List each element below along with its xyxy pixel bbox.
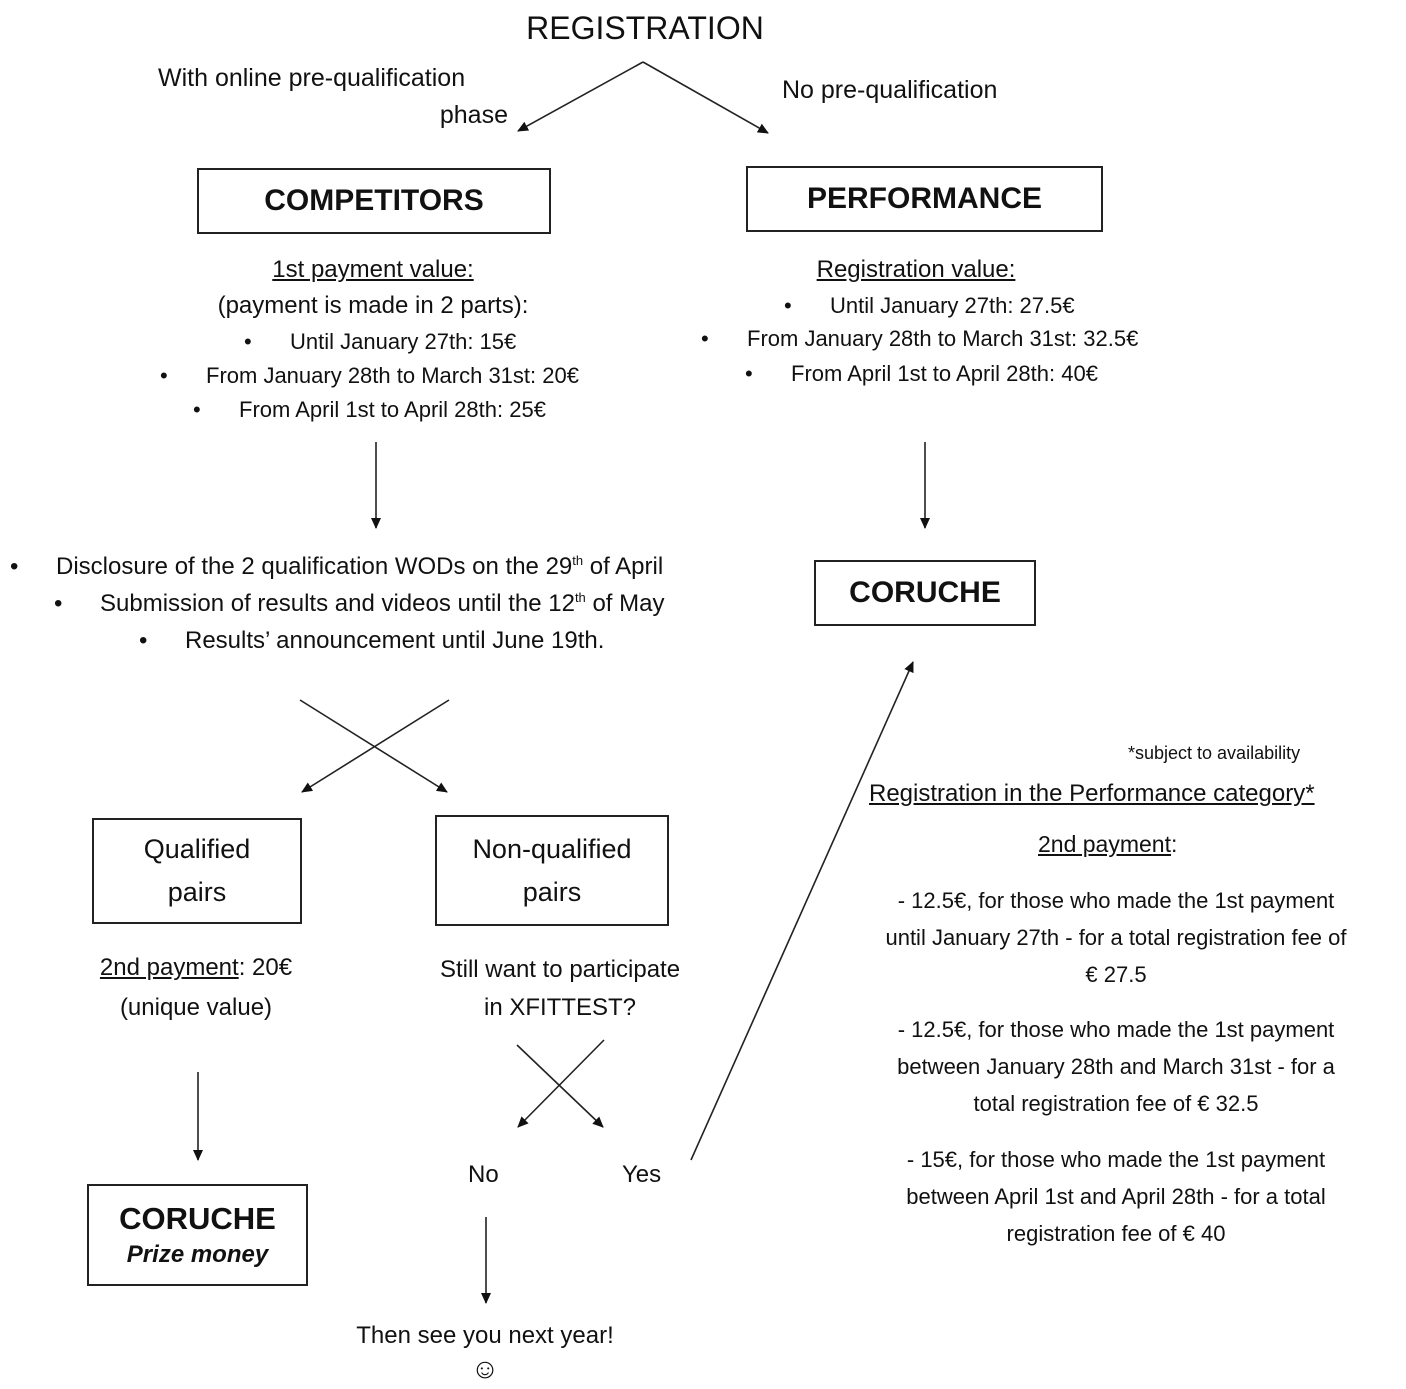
coruche-prize-label: CORUCHE	[119, 1201, 276, 1236]
non-qualified-pairs-line1: Non-qualified	[472, 833, 632, 864]
competitors-price-2: •From January 28th to March 31st: 20€	[160, 359, 579, 392]
performance-price-3: •From April 1st to April 28th: 40€	[745, 357, 1098, 390]
branch-left-label: With online pre-qualification phase	[140, 60, 520, 134]
qualified-pairs-box: Qualified pairs	[92, 818, 302, 924]
performance-option-1: - 12.5€, for those who made the 1st paym…	[885, 888, 1347, 987]
branch-left-line2: phase	[439, 101, 508, 129]
qualified-payment-label: 2nd payment	[99, 954, 239, 981]
arrow-to-competitors	[517, 61, 644, 132]
bullet-icon: •	[10, 553, 19, 580]
bullet-icon: •	[160, 363, 168, 388]
coruche-prize-box: CORUCHE Prize money	[87, 1184, 308, 1286]
bullet-icon: •	[745, 361, 753, 386]
performance-label: PERFORMANCE	[806, 182, 1042, 215]
farewell-text: Then see you next year!	[356, 1322, 614, 1349]
non-qualified-pairs-box: Non-qualified pairs	[435, 815, 669, 926]
bullet-icon: •	[139, 627, 148, 654]
competitors-price-3: •From April 1st to April 28th: 25€	[193, 393, 546, 426]
performance-price-1: •Until January 27th: 27.5€	[784, 289, 1075, 322]
performance-option-2: - 12.5€, for those who made the 1st paym…	[897, 1017, 1335, 1116]
branch-right-label: No pre-qualification	[782, 76, 998, 104]
participate-question-line2: in XFITTEST?	[483, 994, 637, 1021]
bullet-icon: •	[193, 397, 201, 422]
arrow-to-performance	[642, 61, 769, 134]
bullet-icon: •	[54, 590, 63, 617]
qualified-pairs-line2: pairs	[167, 877, 227, 907]
competitors-label: COMPETITORS	[264, 184, 484, 217]
qualified-payment: 2nd payment: 20€	[46, 950, 346, 986]
non-qualified-pairs-line2: pairs	[522, 876, 582, 907]
qualified-payment-note: (unique value)	[119, 994, 273, 1021]
competitors-price-1: •Until January 27th: 15€	[244, 325, 516, 358]
availability-footnote: *subject to availability	[1128, 743, 1301, 763]
answer-yes: Yes	[622, 1161, 662, 1188]
arrow-to-no	[517, 1039, 605, 1128]
arrow-to-non-qualified	[299, 699, 448, 793]
competitors-payment-title: 1st payment value:	[272, 256, 474, 283]
performance-box: PERFORMANCE	[746, 166, 1103, 232]
competitors-payment-note: (payment is made in 2 parts):	[217, 292, 529, 319]
performance-payment-title: Registration value:	[816, 256, 1016, 283]
page-title: REGISTRATION	[526, 10, 764, 46]
performance-category-title: Registration in the Performance category…	[869, 780, 1315, 807]
arrow-yes-to-coruche	[690, 661, 914, 1161]
performance-second-payment: 2nd payment:	[1038, 831, 1178, 857]
smiley-icon: ☺	[470, 1353, 500, 1384]
performance-price-2: •From January 28th to March 31st: 32.5€	[701, 322, 1138, 355]
coruche-label: CORUCHE	[849, 576, 1001, 609]
qualified-payment-value: : 20€	[238, 954, 293, 981]
coruche-box: CORUCHE	[814, 560, 1036, 626]
qualification-step-3: •Results’ announcement until June 19th.	[139, 624, 604, 657]
competitors-box: COMPETITORS	[197, 168, 551, 234]
answer-no: No	[468, 1161, 499, 1188]
arrow-to-qualified	[301, 699, 450, 793]
performance-option-3: - 15€, for those who made the 1st paymen…	[906, 1147, 1326, 1246]
second-payment-label: 2nd payment	[1038, 831, 1171, 857]
branch-left-line1: With online pre-qualification	[158, 64, 466, 92]
bullet-icon: •	[784, 293, 792, 318]
bullet-icon: •	[244, 329, 252, 354]
qualification-step-2: •Submission of results and videos until …	[54, 587, 664, 620]
bullet-icon: •	[701, 326, 709, 351]
prize-money-label: Prize money	[126, 1241, 269, 1268]
qualification-step-1: •Disclosure of the 2 qualification WODs …	[10, 550, 663, 583]
qualified-pairs-line1: Qualified	[143, 834, 251, 864]
arrow-to-yes	[516, 1044, 604, 1128]
participate-question-line1: Still want to participate	[439, 956, 681, 983]
